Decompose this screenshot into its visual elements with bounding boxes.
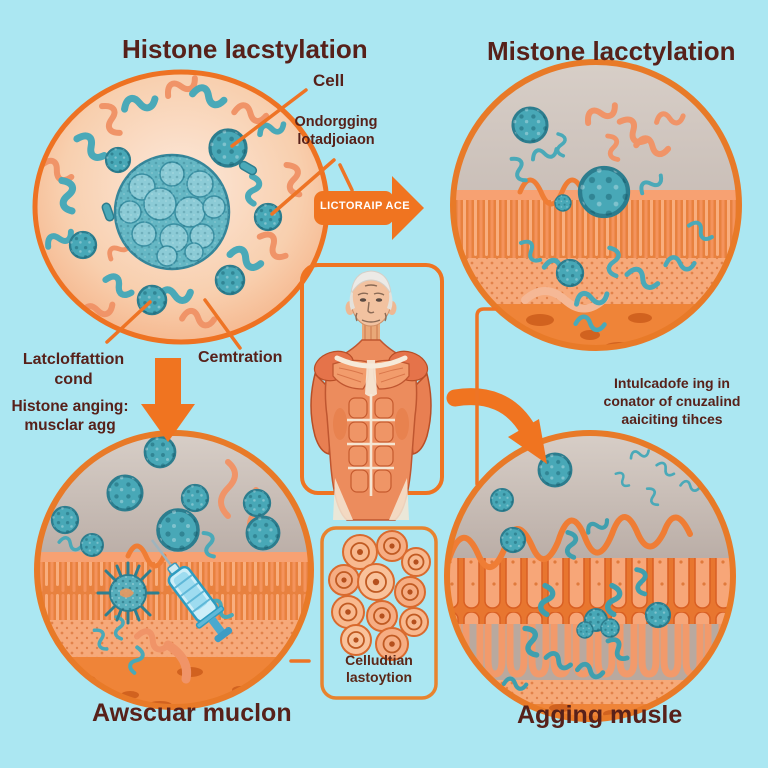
indicator-label: Intulcadofe ing in conator of cnuzalind … <box>603 375 741 428</box>
concentration-label: Cemtration <box>198 349 283 366</box>
membrane-panel-illustration <box>450 59 742 351</box>
lactylation-cond-label: Latcloffattion cond <box>22 351 125 388</box>
arrow-label: LICTORAIP ACE <box>320 200 410 212</box>
down-arrow <box>141 358 195 442</box>
leader-lines <box>105 88 498 663</box>
spiky-cell <box>96 561 160 625</box>
title-top-left: Histone lacstylation <box>122 34 368 64</box>
aging-muscle-panel-illustration <box>444 430 736 722</box>
syringe-icon <box>150 539 233 643</box>
title-bottom-left: Awscuar muclon <box>92 699 292 727</box>
aging-man-box <box>300 263 444 521</box>
swirl-cells <box>328 530 431 661</box>
cell-box-label: Celludtian lastoytion <box>345 652 413 685</box>
cell-cluster-box <box>320 526 438 700</box>
histone-aging-label: Histone anging: musclar agg <box>11 398 129 434</box>
undergoing-label: Ondorgging lotadjoiaon <box>294 114 378 148</box>
title-bottom-right: Agging musle <box>517 701 683 729</box>
cell-panel-illustration <box>32 69 330 345</box>
cell-nucleus <box>113 153 231 271</box>
aging-man-figure <box>310 270 432 521</box>
cell-label: Cell <box>313 71 345 90</box>
curved-arrow-down-right <box>446 388 547 464</box>
labeled-arrow-right <box>314 176 424 240</box>
muscle-syringe-panel-illustration <box>34 430 314 710</box>
title-top-right: Mistone lacctylation <box>487 36 736 66</box>
